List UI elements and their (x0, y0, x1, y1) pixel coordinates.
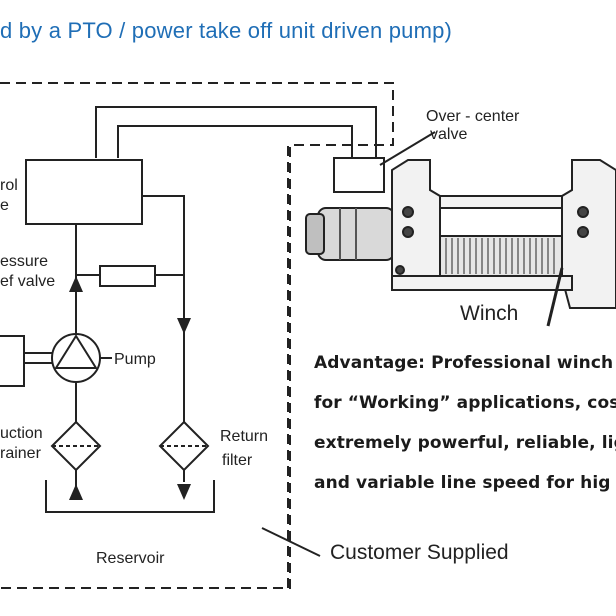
hydraulic-hoses (95, 106, 377, 158)
over-center-valve-label: Over - center (426, 108, 520, 125)
over-center-valve-label-2: valve (430, 126, 468, 143)
control-valve-label: rol (0, 177, 18, 194)
pressure-relief-label-2: ef valve (0, 273, 56, 290)
return-filter-label-2: filter (222, 452, 253, 469)
advantage-line-2: for “Working” applications, cost (314, 393, 616, 413)
return-arrow-down (177, 318, 191, 334)
control-valve-label-2: e (0, 197, 9, 214)
pressure-arrow-up (69, 276, 83, 292)
pto-unit (0, 335, 25, 387)
reservoir (45, 480, 215, 513)
suction-strainer-label: uction (0, 425, 43, 442)
customer-supplied-label: Customer Supplied (330, 541, 509, 564)
winch-label: Winch (460, 302, 519, 325)
pressure-relief-valve (99, 265, 156, 287)
advantage-line-4: and variable line speed for hig (314, 473, 611, 493)
page-header: d by a PTO / power take off unit driven … (0, 18, 453, 43)
suction-strainer-label-2: rainer (0, 445, 41, 462)
over-center-valve-leader (379, 131, 436, 166)
pressure-relief-label: essure (0, 253, 49, 270)
over-center-valve (333, 157, 385, 193)
winch-illustration (305, 159, 616, 327)
customer-boundary-dashed (0, 82, 394, 589)
suction-arrow-up (69, 484, 83, 500)
advantage-line-1: Advantage: Professional winch (314, 353, 614, 373)
customer-supplied-leader (261, 527, 321, 557)
pump-label: Pump (114, 351, 156, 368)
advantage-line-3: extremely powerful, reliable, lig (314, 433, 616, 453)
pump-triangle (54, 334, 98, 369)
return-arrow-down-2 (177, 484, 191, 500)
return-filter-label: Return (220, 428, 269, 445)
control-valve (25, 159, 143, 225)
reservoir-label: Reservoir (96, 550, 165, 567)
